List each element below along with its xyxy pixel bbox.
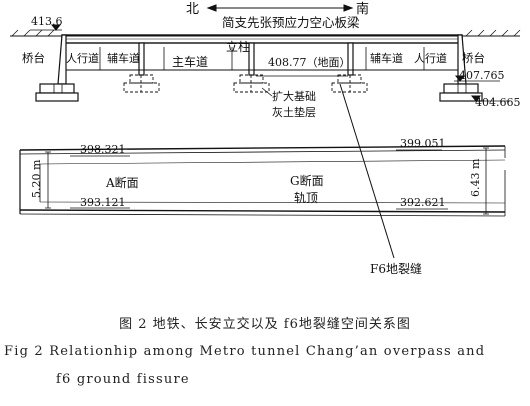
figure-diagram: 北 南 简支先张预应力空心板梁 413.6 立柱 桥台 人行道 辅车道 主车道 … [10, 1, 521, 276]
elev-top-label: 413.6 [31, 15, 63, 28]
arrow-head-south [343, 4, 354, 12]
ground-hatch [11, 29, 521, 37]
tunnel-top-outer [19, 145, 506, 151]
abutment-right-label: 桥台 [462, 51, 485, 65]
aux-lane-right-label: 辅车道 [370, 51, 403, 65]
beam-title: 简支先张预应力空心板梁 [222, 15, 360, 30]
abutment-right-footing [439, 92, 483, 102]
abutment-left [57, 34, 67, 85]
arrow-head-north [206, 4, 217, 12]
bridge-section [10, 4, 521, 102]
abutment-left-base [39, 83, 75, 94]
tunnel-bottom-inner [39, 201, 506, 204]
tunnel-top-inner [19, 149, 506, 155]
tunnel-height-left: 5.20 m [30, 159, 43, 198]
tunnel-rail-top: 轨顶 [294, 191, 318, 205]
tunnel-bottom-outer [19, 209, 506, 213]
tunnel-elev-left-bottom: 393.121 [80, 196, 126, 209]
elev-right-1-label: 407.765 [459, 69, 505, 82]
caption-english-line2: f6 ground fissure [56, 372, 190, 387]
elev-right-2-label: 404.665 [475, 96, 521, 109]
tunnel-elev-left-top: 398.321 [80, 143, 126, 156]
elev-413-marker [50, 24, 62, 31]
tunnel-section [19, 83, 506, 259]
south-label: 南 [356, 1, 369, 17]
fissure-label: F6地裂缝 [370, 261, 422, 276]
tunnel-section-a: A断面 [105, 175, 139, 190]
sidewalk-left-label: 人行道 [66, 51, 99, 65]
abutment-right-base [443, 83, 479, 94]
tunnel-elev-right-top: 399.051 [400, 137, 446, 150]
north-label: 北 [186, 2, 199, 17]
caption-chinese: 图 2 地铁、长安立交以及 f6地裂缝空间关系图 [119, 317, 411, 332]
f6-fissure-line [339, 83, 395, 259]
tunnel-height-right: 6.43 m [469, 158, 482, 197]
foundation-label-2: 灰土垫层 [272, 105, 316, 119]
foundation-label-1: 扩大基础 [272, 89, 316, 103]
tunnel-section-g: G断面 [290, 173, 324, 188]
abutment-left-footing [35, 92, 79, 102]
dashed-foundations [123, 74, 368, 93]
aux-lane-left-label: 辅车道 [107, 51, 140, 65]
sidewalk-right-label: 人行道 [414, 51, 447, 65]
tunnel-elev-right-bottom: 392.621 [400, 196, 446, 209]
ground-level-label: 408.77（地面） [268, 56, 351, 69]
tunnel-bottom-outer-2 [19, 213, 506, 217]
tunnel-top-inner-2 [39, 159, 506, 165]
main-lane-label: 主车道 [172, 54, 208, 69]
caption-english-line1: Fig 2 Relationhip among Metro tunnel Cha… [4, 344, 486, 359]
foundation-leader [261, 87, 273, 97]
abutment-left-label: 桥台 [22, 51, 45, 65]
pier-label: 立柱 [226, 39, 250, 54]
